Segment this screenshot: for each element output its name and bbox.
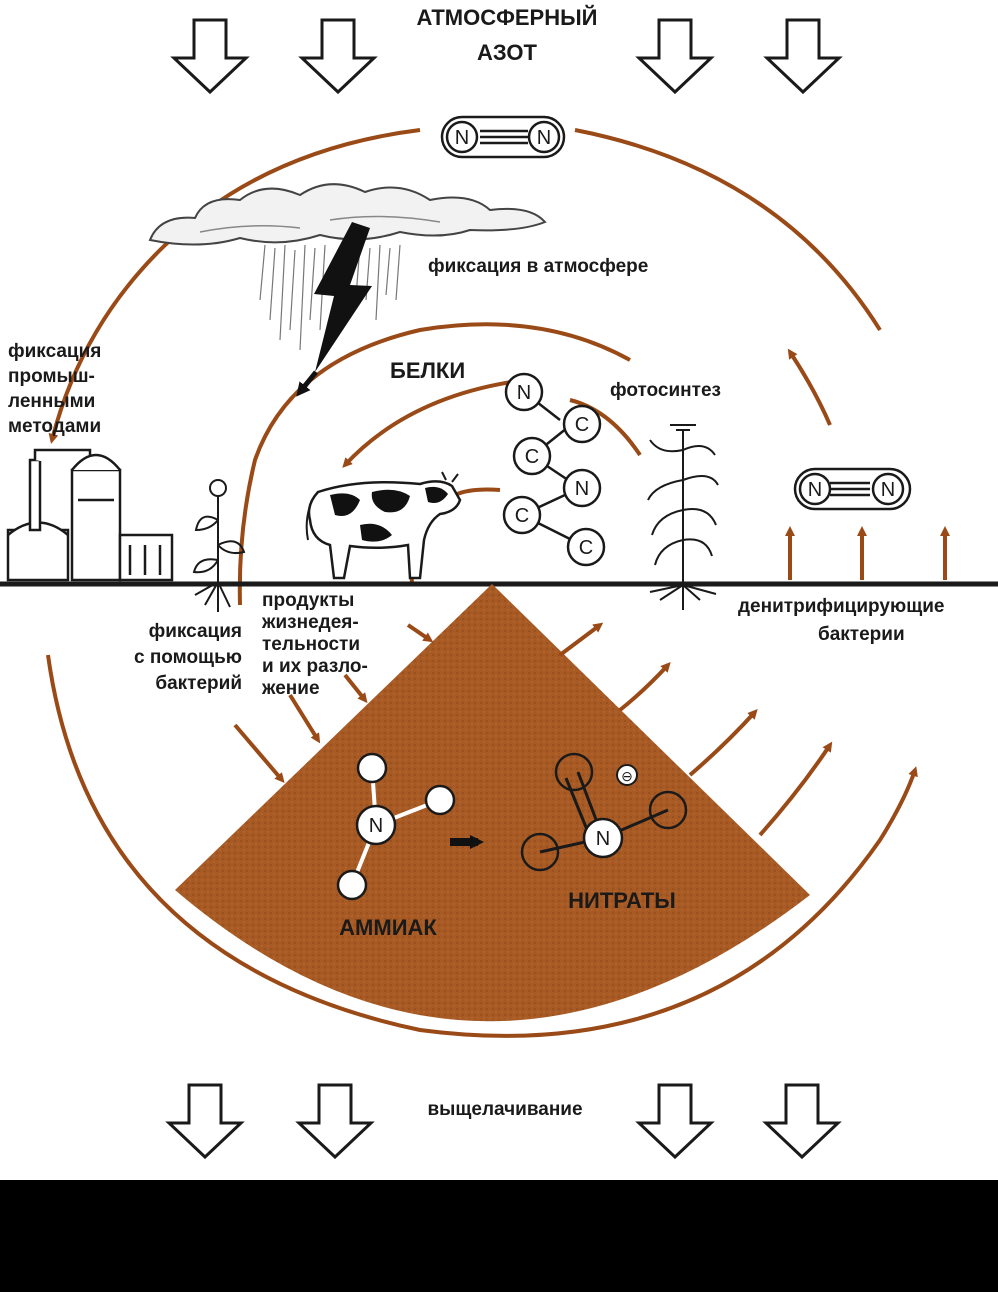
atom-n: N <box>596 828 610 850</box>
svg-text:фиксация: фиксация <box>8 341 101 362</box>
label-industrial: фиксация промыш- ленными методами <box>8 341 101 437</box>
n2-molecule-top: N N <box>440 115 566 159</box>
atom-c: C <box>525 446 539 468</box>
title-line1: АТМОСФЕРНЫЙ <box>417 5 598 30</box>
svg-text:жизнедея-: жизнедея- <box>261 612 359 633</box>
atom-n: N <box>517 382 531 404</box>
label-denitrify: денитрифицирующие бактерии <box>738 596 944 645</box>
svg-text:жение: жение <box>261 678 320 699</box>
label-proteins: БЕЛКИ <box>390 358 465 383</box>
atom-n: N <box>881 479 895 501</box>
atom-n: N <box>537 127 551 149</box>
soil-wedge <box>175 584 810 1022</box>
inner-arc-big <box>237 322 631 606</box>
nitrate-molecule: N ⊖ <box>520 752 688 872</box>
protein-molecule: N C C N C C <box>502 372 606 567</box>
inner-arc-photosynthesis <box>569 398 642 457</box>
label-leaching: выщелачивание <box>427 1099 582 1120</box>
down-arrow-icon <box>762 1083 842 1160</box>
denitrify-arrow <box>787 348 832 426</box>
atom-n: N <box>575 478 589 500</box>
atom-n: N <box>455 127 469 149</box>
input-arrow <box>233 723 285 784</box>
cycle-arc-bottom <box>46 654 918 1038</box>
label-atm-fixation: фиксация в атмосфере <box>428 256 648 277</box>
atom-c: C <box>515 505 529 527</box>
svg-text:методами: методами <box>8 416 101 437</box>
svg-text:бактерии: бактерии <box>818 624 905 645</box>
label-photosynthesis: фотосинтез <box>610 380 721 401</box>
output-arrow <box>688 709 758 777</box>
input-arrow <box>406 623 434 643</box>
down-arrow-icon <box>635 1083 715 1160</box>
svg-text:с помощью: с помощью <box>134 647 242 668</box>
label-bacterial: фиксация с помощью бактерий <box>134 621 242 694</box>
down-arrow-icon <box>295 1083 375 1160</box>
flower-plant-icon <box>192 479 246 612</box>
svg-text:ленными: ленными <box>8 391 95 412</box>
atom-n: N <box>369 815 383 837</box>
input-arrow <box>343 673 368 704</box>
lightning-icon <box>296 222 372 397</box>
cloud-icon <box>148 183 547 246</box>
title-line2: АЗОТ <box>477 40 537 65</box>
n2-molecule-right: N N <box>793 467 912 511</box>
cycle-arc-top-right <box>574 128 882 332</box>
factory-icon <box>6 448 174 582</box>
cow-icon <box>305 471 462 580</box>
svg-text:продукты: продукты <box>262 590 354 611</box>
protein-to-cow-small <box>454 487 501 497</box>
output-arrow <box>618 662 671 712</box>
down-arrow-icon <box>635 18 715 95</box>
label-waste: продукты жизнедея- тельности и их разло-… <box>261 590 368 699</box>
atom-n: N <box>808 479 822 501</box>
corn-plant-icon <box>647 424 719 610</box>
protein-to-cow-arrow <box>342 378 526 468</box>
label-nitrates: НИТРАТЫ <box>568 888 676 913</box>
label-ammonia: АММИАК <box>339 915 437 940</box>
down-arrow-icon <box>165 1083 245 1160</box>
ammonia-molecule: N <box>336 752 456 901</box>
down-arrow-icon <box>170 18 250 95</box>
svg-text:промыш-: промыш- <box>8 366 95 387</box>
output-arrow <box>758 741 833 837</box>
down-arrow-icon <box>763 18 843 95</box>
svg-text:тельности: тельности <box>262 634 360 655</box>
cycle-arc-top-left <box>48 128 421 444</box>
output-arrow <box>558 622 604 657</box>
svg-text:фиксация: фиксация <box>149 621 242 642</box>
atom-c: C <box>579 537 593 559</box>
svg-text:и их разло-: и их разло- <box>262 656 368 677</box>
atom-c: C <box>575 414 589 436</box>
down-arrow-icon <box>298 18 378 95</box>
svg-text:бактерий: бактерий <box>155 673 242 694</box>
negative-charge: ⊖ <box>621 768 633 784</box>
input-arrow <box>288 693 321 744</box>
bottom-black-bar <box>0 1180 998 1292</box>
nitrogen-cycle-diagram: АТМОСФЕРНЫЙ АЗОТ N N <box>0 5 998 1160</box>
svg-text:денитрифицирующие: денитрифицирующие <box>738 596 944 617</box>
